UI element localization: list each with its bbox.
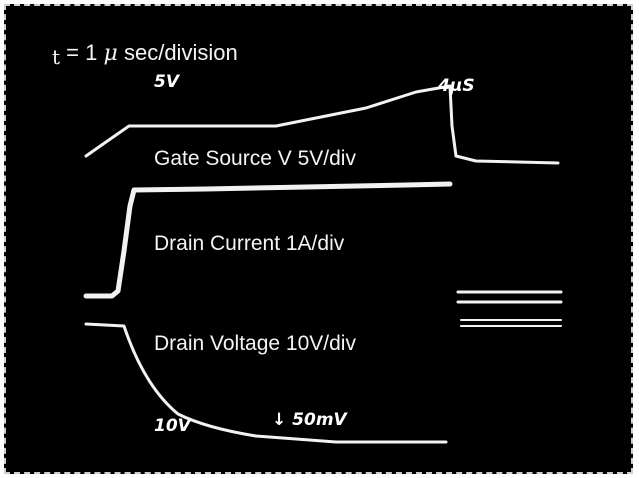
gate-source-voltage-trace <box>84 84 560 165</box>
drain-current-trace <box>83 181 453 299</box>
oscilloscope-screen: t = 1 μ sec/division Gate Source V 5V/di… <box>4 4 633 474</box>
timebase-label: t = 1 μ sec/division <box>52 40 238 69</box>
annotation-5v: 5V <box>154 72 179 92</box>
drain-voltage-label: Drain Voltage 10V/div <box>154 332 356 355</box>
gate-source-label: Gate Source V 5V/div <box>154 147 356 170</box>
timebase-equals: = <box>66 40 80 65</box>
drain-current-label: Drain Current 1A/div <box>154 232 345 255</box>
annotation-10v: 10V <box>154 416 191 436</box>
timebase-unit-symbol: μ <box>103 41 118 66</box>
timebase-value: 1 <box>85 40 98 65</box>
drain-voltage-trace <box>84 322 448 444</box>
annotation-50mv: ↓ 50mV <box>272 410 347 430</box>
trace-area <box>83 84 563 444</box>
timebase-symbol: t <box>52 45 61 69</box>
annotation-4us: 4μS <box>438 76 475 96</box>
timebase-unit: sec/division <box>123 40 238 65</box>
